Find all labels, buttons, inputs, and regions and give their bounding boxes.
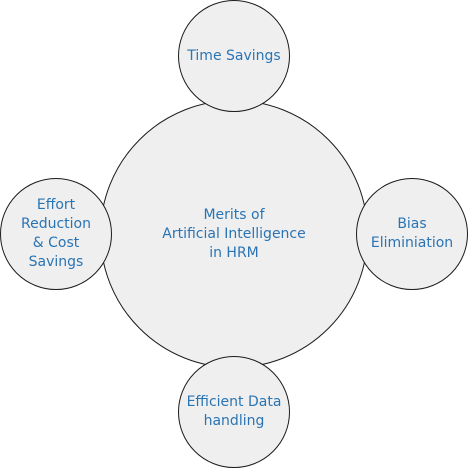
merit-label-effort-reduction: Effort Reduction & Cost Savings — [21, 197, 91, 270]
center-circle: Merits of Artificial Intelligence in HRM — [100, 100, 368, 368]
merit-circle-bias-elimination: Bias Eliminiation — [356, 178, 468, 290]
merit-circle-time-savings: Time Savings — [178, 0, 290, 112]
merit-circle-efficient-data: Efficient Data handling — [178, 356, 290, 468]
merit-circle-effort-reduction: Effort Reduction & Cost Savings — [0, 178, 112, 290]
merit-label-time-savings: Time Savings — [187, 47, 281, 64]
merit-label-bias-elimination: Bias Eliminiation — [370, 216, 454, 251]
merit-label-efficient-data: Efficient Data handling — [186, 394, 282, 429]
center-label: Merits of Artificial Intelligence in HRM — [162, 206, 306, 261]
